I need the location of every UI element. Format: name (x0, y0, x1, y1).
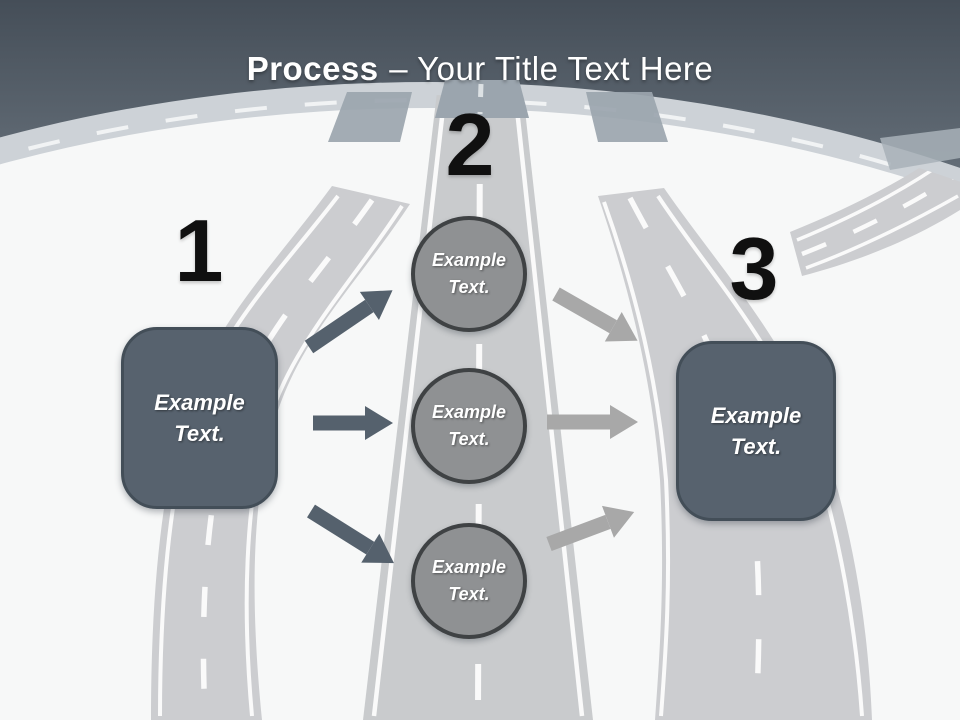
slide-title-subtitle: – Your Title Text Here (389, 50, 714, 87)
step-number-2: 2 (445, 95, 495, 194)
process-circle-3-label: Example Text. (431, 557, 507, 604)
process-circle-1: Example Text. (411, 216, 527, 332)
arrow-dark-up-right-icon (304, 290, 393, 354)
process-circle-2: Example Text. (411, 368, 527, 484)
step-number-1: 1 (174, 201, 224, 300)
slide-title: Process – Your Title Text Here (0, 50, 960, 88)
process-circle-2-label: Example Text. (431, 402, 507, 449)
process-circle-1-label: Example Text. (431, 250, 507, 297)
arrow-dark-down-right-icon (307, 504, 395, 564)
arrow-dark-right-icon (313, 406, 393, 440)
slide-title-keyword: Process (246, 50, 379, 87)
process-box-step-3-label: Example Text. (710, 402, 802, 459)
arrow-light-down-right-icon (552, 287, 638, 342)
process-circle-3: Example Text. (411, 523, 527, 639)
process-box-step-1-label: Example Text. (154, 389, 245, 446)
arrow-light-up-right-icon (546, 505, 635, 552)
arrow-light-right-icon (547, 405, 638, 439)
step-number-3: 3 (729, 219, 779, 318)
process-box-step-1: Example Text. (121, 327, 278, 509)
road-stubs-over-header (328, 80, 960, 170)
process-box-step-3: Example Text. (676, 341, 836, 521)
